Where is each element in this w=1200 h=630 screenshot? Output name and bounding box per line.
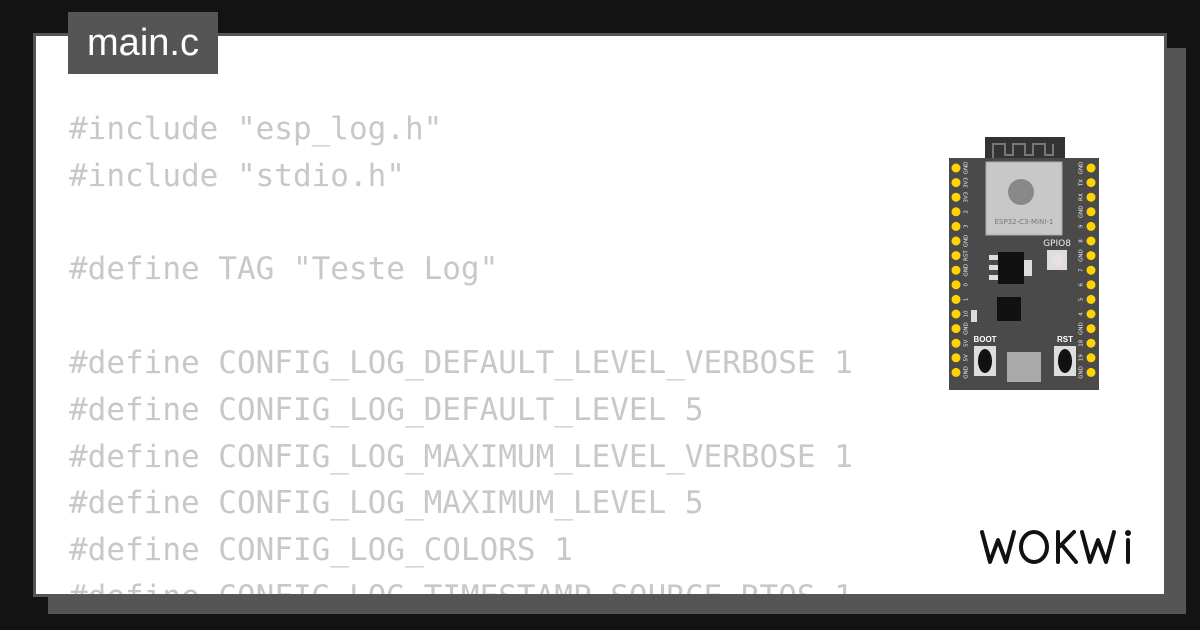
left-pin-label: 5V: [964, 339, 970, 346]
code-line: #define CONFIG_LOG_DEFAULT_LEVEL_VERBOSE…: [69, 344, 853, 381]
left-pin[interactable]: [951, 192, 961, 202]
left-pin[interactable]: [951, 367, 961, 377]
right-pin[interactable]: [1086, 236, 1096, 246]
code-line: #define TAG "Teste Log": [69, 251, 499, 288]
right-pin[interactable]: [1086, 163, 1096, 173]
code-line: #define CONFIG_LOG_DEFAULT_LEVEL 5: [69, 391, 704, 428]
left-pin[interactable]: [951, 207, 961, 217]
left-pin[interactable]: [951, 353, 961, 363]
right-pin[interactable]: [1086, 309, 1096, 319]
right-pin[interactable]: [1086, 338, 1096, 348]
left-pin[interactable]: [951, 324, 961, 334]
left-pin-label: 1: [964, 298, 970, 302]
left-pin[interactable]: [951, 251, 961, 261]
code-block: #include "esp_log.h" #include "stdio.h" #…: [69, 106, 853, 597]
left-pin-label: GND: [964, 264, 970, 277]
left-pin-label: 5V: [964, 354, 970, 361]
code-line: #define CONFIG_LOG_TIMESTAMP_SOURCE_RTOS…: [69, 578, 853, 597]
left-pin-label: RST: [964, 250, 970, 261]
left-pin-label: 0: [964, 283, 970, 287]
right-pin-label: 5: [1079, 297, 1085, 301]
right-pin-label: GND: [1079, 162, 1085, 175]
left-pin[interactable]: [951, 163, 961, 173]
code-line: [69, 200, 853, 247]
left-pin-label: 3V3: [964, 177, 970, 188]
left-pin[interactable]: [951, 236, 961, 246]
right-pin-label: 18: [1079, 339, 1085, 346]
right-pin[interactable]: [1086, 353, 1096, 363]
right-pin-label: 8: [1079, 239, 1085, 243]
left-pin[interactable]: [951, 309, 961, 319]
right-pin-label: 6: [1079, 283, 1085, 287]
gpio8-label: GPIO8: [1043, 239, 1071, 249]
right-pin-label: 7: [1079, 268, 1085, 272]
wokwi-logo: [980, 530, 1131, 564]
usb-port: [1007, 352, 1041, 382]
right-pin-label: GND: [1079, 366, 1085, 379]
usb-chip: [997, 297, 1021, 321]
right-pin-label: GND: [1079, 249, 1085, 262]
left-pin-label: GND: [964, 366, 970, 379]
power-led: [971, 310, 977, 322]
boot-label: BOOT: [973, 335, 996, 344]
rst-label: RST: [1057, 335, 1073, 344]
code-line: #include "esp_log.h": [69, 111, 443, 147]
right-pin[interactable]: [1086, 251, 1096, 261]
left-pin-label: GND: [964, 162, 970, 175]
right-pin[interactable]: [1086, 367, 1096, 377]
code-line: #define CONFIG_LOG_COLORS 1: [69, 532, 573, 569]
code-line: [69, 293, 853, 340]
right-pin[interactable]: [1086, 192, 1096, 202]
esp32-c3-board: ESP32-C3-MINI-1 GPIO8 BOOT RST GND 3V3 3V3…: [949, 137, 1099, 390]
right-pin[interactable]: [1086, 265, 1096, 275]
right-pin-label: 4: [1079, 312, 1085, 316]
right-pin-label: 9: [1079, 224, 1085, 228]
voltage-regulator: [998, 252, 1024, 284]
left-pin[interactable]: [951, 338, 961, 348]
left-pin[interactable]: [951, 280, 961, 290]
right-pin-label: GND: [1079, 205, 1085, 218]
file-tab: main.c: [68, 12, 218, 74]
code-line: #define CONFIG_LOG_MAXIMUM_LEVEL 5: [69, 485, 704, 522]
left-pin[interactable]: [951, 178, 961, 188]
left-pin-label: 3: [964, 224, 970, 228]
right-pin[interactable]: [1086, 221, 1096, 231]
code-line: #include "stdio.h": [69, 157, 405, 194]
left-pin[interactable]: [951, 265, 961, 275]
right-pin-label: 19: [1079, 354, 1085, 361]
right-pin-label: RX: [1079, 193, 1085, 201]
right-pin[interactable]: [1086, 178, 1096, 188]
right-pin[interactable]: [1086, 324, 1096, 334]
left-pin[interactable]: [951, 294, 961, 304]
espressif-logo-icon: [1008, 179, 1034, 205]
left-pin-label: GND: [964, 235, 970, 248]
left-pin-label: 2: [964, 210, 970, 214]
left-pin-label: 3V3: [964, 191, 970, 202]
right-pin[interactable]: [1086, 207, 1096, 217]
right-pin[interactable]: [1086, 280, 1096, 290]
left-pin-label: 10: [964, 310, 970, 317]
right-pin[interactable]: [1086, 294, 1096, 304]
code-line: #define CONFIG_LOG_MAXIMUM_LEVEL_VERBOSE…: [69, 438, 853, 475]
left-pin-label: GND: [964, 322, 970, 335]
right-pin-label: GND: [1079, 322, 1085, 335]
module-label: ESP32-C3-MINI-1: [995, 218, 1054, 226]
right-pin-label: TX: [1079, 179, 1085, 187]
left-pin[interactable]: [951, 221, 961, 231]
